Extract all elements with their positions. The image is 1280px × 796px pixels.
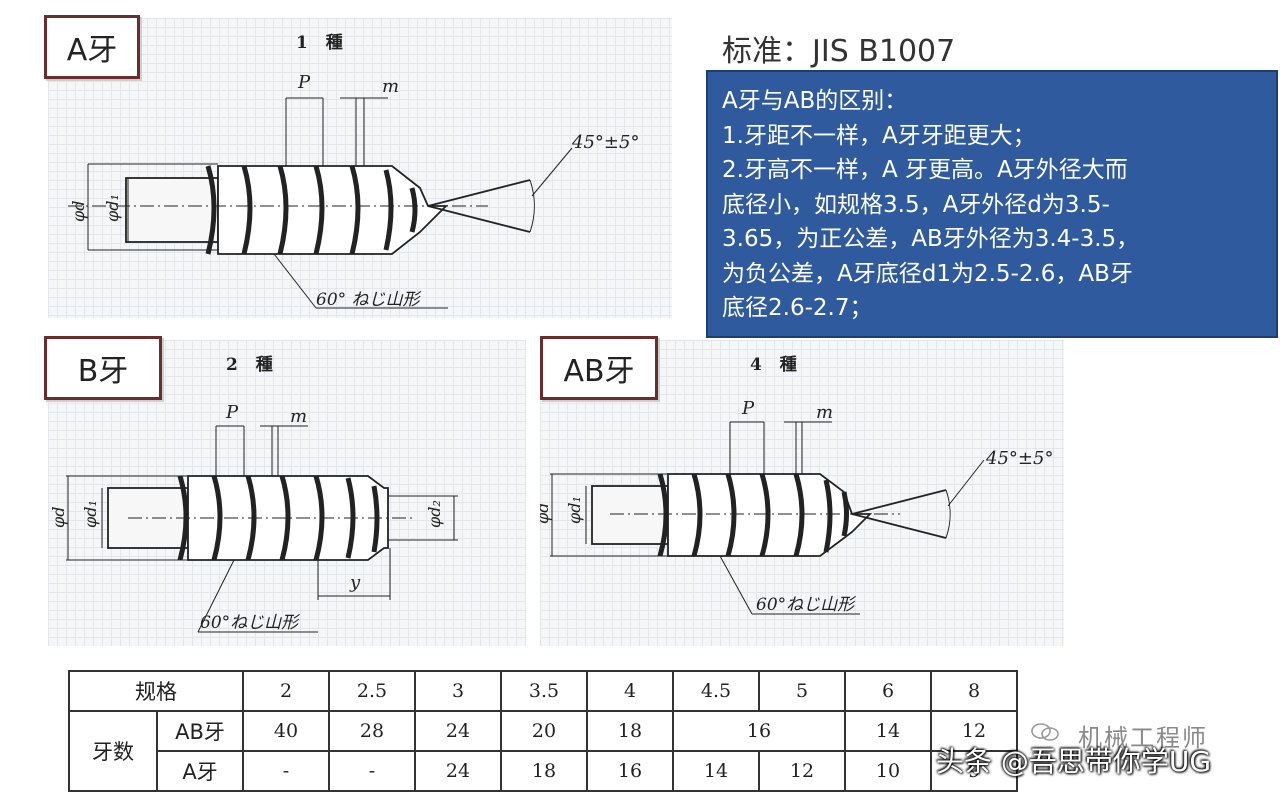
label-m: m xyxy=(816,402,833,423)
label-diameter-d1: φd₁ xyxy=(81,500,100,528)
spec-table: 规格 2 2.5 3 3.5 4 4.5 5 6 8 牙数 AB牙 40 28 … xyxy=(68,670,1018,792)
a-cell: 18 xyxy=(500,750,588,792)
note-line: 2.牙高不一样，A 牙更高。A牙外径大而 xyxy=(722,157,1128,183)
a-row-label: A牙 xyxy=(156,750,244,792)
screw-drawing-a: P m 45°±5° φd φd₁ 60° ねじ山形 xyxy=(68,72,639,310)
screw-drawing-ab: P m 45°±5° φd φd₁ 60°ねじ山形 xyxy=(540,398,1053,615)
label-b-thread: B牙 xyxy=(44,336,162,400)
note-line: A牙与AB的区别： xyxy=(722,88,908,114)
caption-type-4: 4 種 xyxy=(750,355,803,375)
label-diameter-d: φd xyxy=(49,507,68,528)
teeth-header: 牙数 xyxy=(68,710,158,792)
label-thread-form: 60°ねじ山形 xyxy=(200,613,300,633)
a-cell: - xyxy=(242,750,330,792)
a-cell: 24 xyxy=(414,750,502,792)
label-ab-thread: AB牙 xyxy=(540,336,658,400)
ab-cell: 20 xyxy=(500,710,588,752)
table-row: A牙 - - 24 18 16 14 12 10 9 xyxy=(69,750,1018,792)
label-diameter-d1: φd₁ xyxy=(565,496,584,524)
spec-cell: 4 xyxy=(586,670,674,712)
ab-cell: 12 xyxy=(930,710,1018,752)
note-line: 3.65，为正公差，AB牙外径为3.4-3.5， xyxy=(722,226,1140,252)
table-row: 牙数 AB牙 40 28 24 20 18 16 14 12 xyxy=(68,710,1018,792)
note-line: 1.牙距不一样，A牙牙距更大； xyxy=(722,122,1036,149)
a-cell: 9 xyxy=(930,750,1018,792)
label-diameter-d2: φd₂ xyxy=(425,500,444,528)
label-pitch: P xyxy=(225,402,239,423)
ab-cell: 16 xyxy=(672,710,846,752)
spec-cell: 3 xyxy=(414,670,502,712)
spec-cell: 2 xyxy=(242,670,330,712)
label-diameter-d: φd xyxy=(69,201,88,222)
label-thread-form: 60°ねじ山形 xyxy=(756,595,856,615)
spec-cell: 8 xyxy=(930,670,1018,712)
label-m: m xyxy=(382,76,399,97)
standard-title: 标准：JIS B1007 xyxy=(722,34,956,69)
ab-cell: 14 xyxy=(844,710,932,752)
note-line: 底径2.6-2.7； xyxy=(722,295,873,321)
label-angle: 45°±5° xyxy=(985,448,1053,469)
spec-header: 规格 xyxy=(68,670,244,712)
ab-row-label: AB牙 xyxy=(156,710,244,752)
note-line: 为负公差，A牙底径d1为2.5-2.6，AB牙 xyxy=(722,260,1133,287)
caption-type-1: 1 種 xyxy=(296,33,349,53)
a-cell: 12 xyxy=(758,750,846,792)
label-angle: 45°±5° xyxy=(571,132,639,153)
a-cell: - xyxy=(328,750,416,792)
label-m: m xyxy=(290,406,307,427)
watermark-source: 头条 @吾思带你学UG xyxy=(936,745,1212,778)
ab-cell: 40 xyxy=(242,710,330,752)
difference-note: A牙与AB的区别： 1.牙距不一样，A牙牙距更大； 2.牙高不一样，A 牙更高。… xyxy=(706,70,1278,338)
label-y: y xyxy=(349,572,361,593)
ab-cell: 28 xyxy=(328,710,416,752)
a-cell: 10 xyxy=(844,750,932,792)
label-diameter-d1: φd₁ xyxy=(103,194,122,222)
ab-cell: 24 xyxy=(414,710,502,752)
wechat-logo-icon xyxy=(1031,723,1059,741)
screw-drawing-b: P m y φd φd₁ φd₂ 60°ねじ山形 xyxy=(49,402,458,633)
spec-cell: 3.5 xyxy=(500,670,588,712)
spec-cell: 6 xyxy=(844,670,932,712)
label-a-thread: A牙 xyxy=(44,15,140,79)
ab-cell: 18 xyxy=(586,710,674,752)
label-diameter-d: φd xyxy=(540,503,552,524)
watermark-account: 机械工程师 xyxy=(1078,724,1208,752)
note-line: 底径小，如规格3.5，A牙外径d为3.5- xyxy=(722,191,1110,218)
spec-cell: 5 xyxy=(758,670,846,712)
label-pitch: P xyxy=(297,72,311,93)
label-pitch: P xyxy=(741,398,755,419)
spec-cell: 4.5 xyxy=(672,670,760,712)
caption-type-2: 2 種 xyxy=(226,355,279,375)
label-thread-form: 60° ねじ山形 xyxy=(316,290,422,310)
table-row: 规格 2 2.5 3 3.5 4 4.5 5 6 8 xyxy=(68,670,1018,712)
a-cell: 14 xyxy=(672,750,760,792)
a-cell: 16 xyxy=(586,750,674,792)
spec-cell: 2.5 xyxy=(328,670,416,712)
